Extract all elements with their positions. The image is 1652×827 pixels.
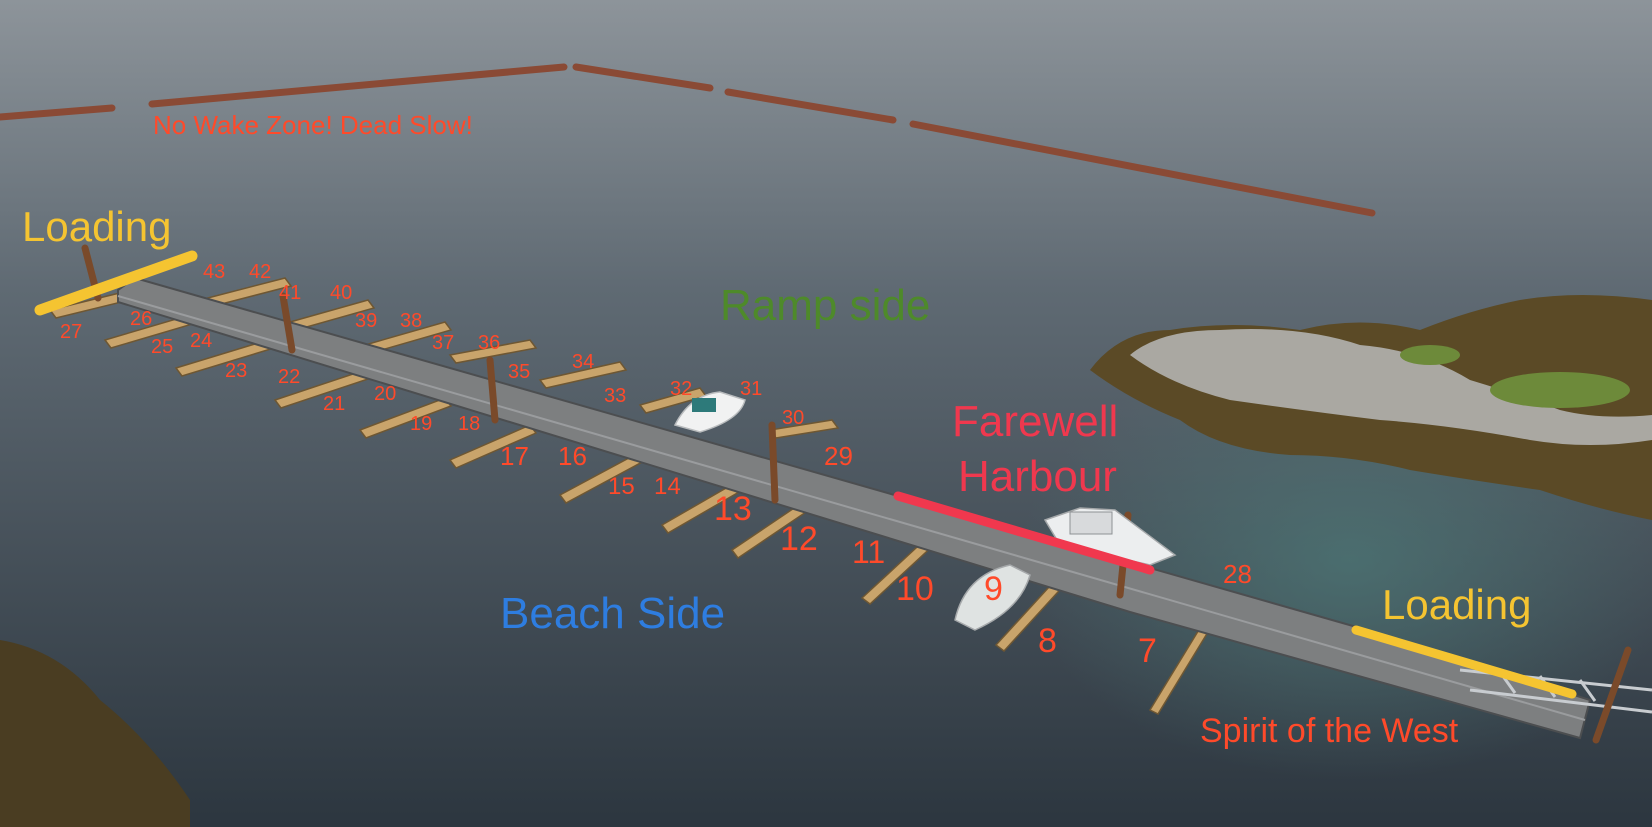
spirit-of-the-west-label: Spirit of the West xyxy=(1200,712,1459,750)
slip-number: 37 xyxy=(432,332,455,354)
slip-number: 17 xyxy=(500,441,529,471)
slip-number: 24 xyxy=(190,330,213,352)
slip-number: 42 xyxy=(249,261,272,283)
slip-number: 13 xyxy=(714,490,752,528)
slip-number: 23 xyxy=(225,360,248,382)
breakwater xyxy=(0,63,1376,217)
slip-number: 31 xyxy=(740,378,763,400)
slip-number: 34 xyxy=(572,351,595,373)
farewell-harbour-label-line2: Harbour xyxy=(958,452,1117,501)
slip-number: 19 xyxy=(410,413,433,435)
ramp-side-label: Ramp side xyxy=(720,281,931,330)
slip-number: 40 xyxy=(330,282,353,304)
slip-number: 29 xyxy=(824,441,853,471)
loading-label-right: Loading xyxy=(1382,581,1532,628)
slip-number: 32 xyxy=(670,378,693,400)
slip-number: 21 xyxy=(323,393,346,415)
loading-line-left xyxy=(34,250,198,316)
slip-number: 8 xyxy=(1038,622,1057,660)
no-wake-label: No Wake Zone! Dead Slow! xyxy=(153,110,473,140)
farewell-harbour-label-line1: Farewell xyxy=(952,397,1119,446)
slip-number: 15 xyxy=(608,473,635,500)
shore xyxy=(0,640,190,827)
slip-number: 30 xyxy=(782,407,805,429)
finger-piers xyxy=(48,277,1210,715)
loading-line-right xyxy=(1351,625,1577,699)
slip-number: 16 xyxy=(558,441,587,471)
slip-number: 26 xyxy=(130,308,153,330)
slip-number: 22 xyxy=(278,366,301,388)
rocky-island xyxy=(1090,295,1652,520)
farewell-harbour-line xyxy=(893,491,1155,575)
slip-number: 36 xyxy=(478,332,501,354)
slip-number: 38 xyxy=(400,310,423,332)
main-dock xyxy=(117,276,1592,740)
beach-side-label: Beach Side xyxy=(500,589,726,638)
slip-number: 7 xyxy=(1138,632,1157,670)
slip-number: 39 xyxy=(355,310,378,332)
slip-number: 10 xyxy=(896,570,934,608)
loading-label-left: Loading xyxy=(22,203,172,250)
slip-number: 27 xyxy=(60,321,83,343)
slip-number: 11 xyxy=(852,534,886,570)
slip-number: 35 xyxy=(508,361,531,383)
slip-number: 12 xyxy=(780,520,818,558)
slip-number: 28 xyxy=(1223,559,1252,589)
slip-number: 41 xyxy=(279,282,302,304)
slip-number: 25 xyxy=(151,336,174,358)
boats xyxy=(673,391,1177,631)
slip-number: 18 xyxy=(458,413,481,435)
slip-number: 20 xyxy=(374,383,397,405)
slip-number: 33 xyxy=(604,385,627,407)
slip-number: 14 xyxy=(654,473,681,500)
slip-number: 43 xyxy=(203,261,226,283)
slip-number: 9 xyxy=(984,570,1003,608)
